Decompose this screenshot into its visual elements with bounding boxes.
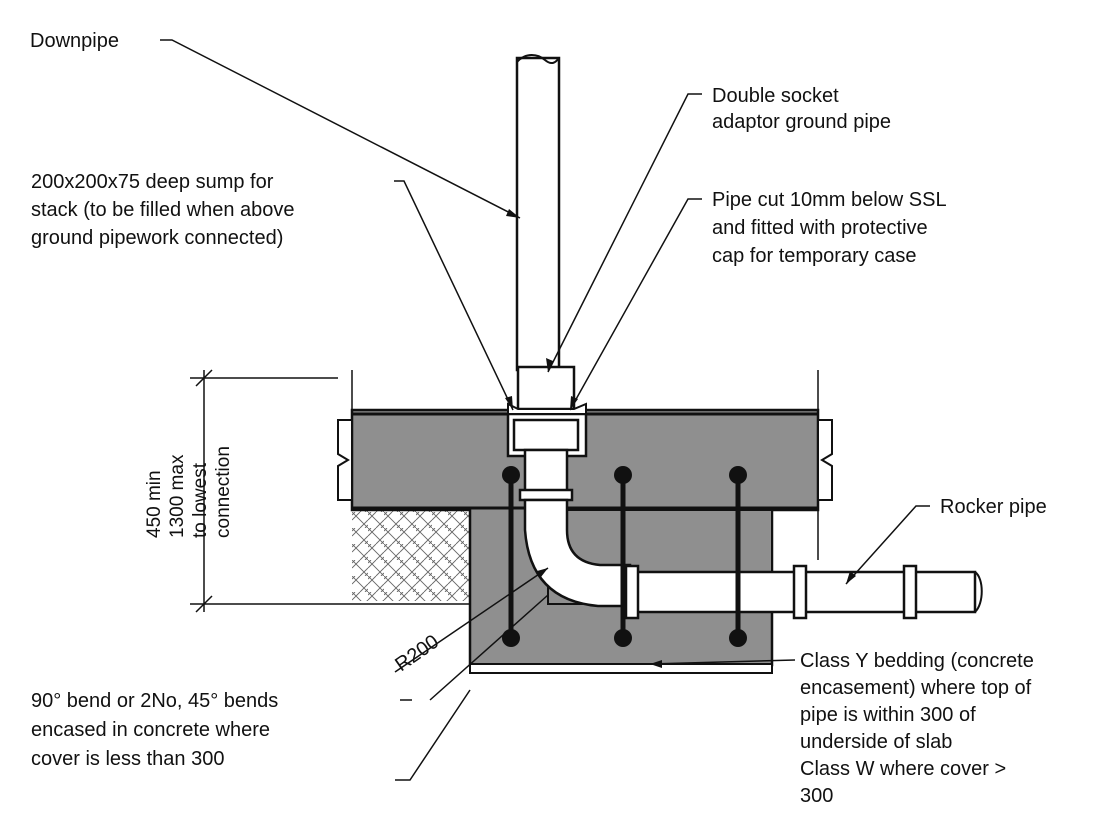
label-double-socket-line: Double socket: [712, 85, 839, 107]
leader-pipe-cut: [569, 198, 702, 411]
rocker-pipe-break: [974, 571, 983, 613]
leader-rocker: [845, 505, 930, 585]
label-double-socket-line: adaptor ground pipe: [712, 111, 891, 133]
leader-sump: [394, 180, 514, 411]
label-bedding-line: Class Y bedding (concrete: [800, 650, 1034, 672]
break-symbol-left: [337, 419, 353, 501]
label-bedding-line: underside of slab: [800, 731, 952, 753]
label-bend-line: 90° bend or 2No, 45° bends: [31, 690, 278, 712]
leader-arrowheads: [505, 209, 856, 668]
protective-cap: [507, 402, 587, 415]
label-downpipe-line: Downpipe: [30, 30, 119, 52]
label-pipe-cut-line: cap for temporary case: [712, 245, 917, 267]
label-bedding-line: 300: [800, 785, 833, 807]
downpipe: [515, 56, 561, 372]
rebar-dots: [502, 466, 747, 647]
leader-bend-lower: [395, 689, 471, 781]
ground-fill: [352, 505, 470, 601]
label-radius-line: R200: [391, 631, 443, 676]
collar-1: [624, 564, 640, 620]
collar-3: [902, 564, 918, 620]
label-bend-line: encased in concrete where: [31, 719, 270, 741]
dimension-line: [195, 369, 213, 613]
leader-socket: [547, 93, 702, 373]
label-pipe-cut-line: and fitted with protective: [712, 217, 928, 239]
label-sump: 200x200x75 deep sump for stack (to be fil…: [31, 171, 295, 249]
rebar-group: [508, 475, 741, 638]
collar-2: [792, 564, 808, 620]
socket-lower: [512, 418, 580, 452]
label-bend-line: cover is less than 300: [31, 748, 224, 770]
stub-collar: [518, 488, 574, 502]
label-pipe-cut-line: Pipe cut 10mm below SSL: [712, 189, 947, 211]
label-bedding-line: Class W where cover >: [800, 758, 1006, 780]
label-bedding-line: encasement) where top of: [800, 677, 1032, 699]
label-bedding: Class Y bedding (concrete encasement) whe…: [800, 650, 1034, 807]
label-dimension-line: 450 min: [144, 470, 165, 538]
label-pipe-cut: Pipe cut 10mm below SSL and fitted with p…: [712, 189, 947, 267]
label-bend: 90° bend or 2No, 45° bends encased in con…: [31, 690, 278, 770]
label-sump-line: ground pipework connected): [31, 227, 283, 249]
leader-bedding: [649, 659, 796, 665]
leader-bend: [429, 594, 549, 701]
double-socket: [516, 365, 576, 411]
downpipe-break: [516, 54, 560, 65]
label-bedding-line: pipe is within 300 of: [800, 704, 976, 726]
label-rocker-pipe: Rocker pipe: [940, 496, 1047, 518]
label-sump-line: 200x200x75 deep sump for: [31, 171, 274, 193]
stub-pipe: [523, 448, 569, 497]
bend-90: [523, 498, 632, 608]
bedding-band: [469, 663, 773, 674]
label-downpipe: Downpipe: [30, 30, 119, 52]
label-radius: R200: [391, 631, 443, 676]
label-dimension-line: connection: [213, 446, 234, 538]
leader-radius: [394, 567, 549, 673]
leader-lines: [160, 39, 930, 781]
label-dimension-line: to lowest: [190, 462, 211, 538]
label-rocker-pipe-line: Rocker pipe: [940, 496, 1047, 518]
label-dimension-line: 1300 max: [167, 454, 188, 538]
leader-downpipe: [160, 39, 521, 219]
label-double-socket: Double socket adaptor ground pipe: [712, 85, 891, 133]
label-sump-line: stack (to be filled when above: [31, 199, 295, 221]
break-symbol-right: [817, 419, 833, 501]
